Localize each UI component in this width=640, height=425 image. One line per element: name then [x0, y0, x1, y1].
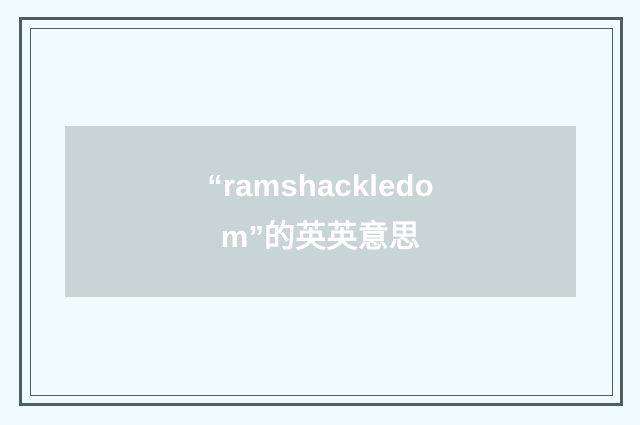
headline-text: “ramshackledom”的英英意思 [207, 168, 434, 254]
inner-frame-border [30, 28, 613, 396]
headline-panel: “ramshackledom”的英英意思 [65, 126, 576, 297]
outer-frame-border [19, 17, 623, 406]
